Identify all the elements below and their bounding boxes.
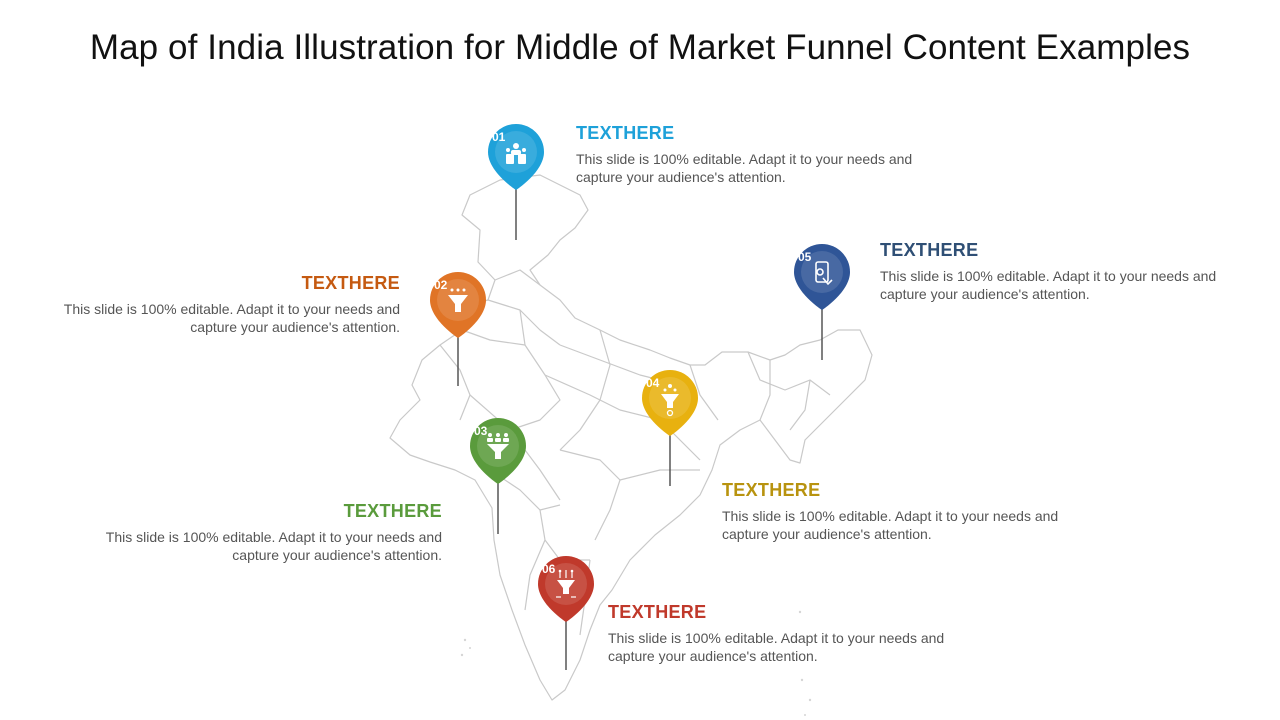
text-block-02: TEXTHERE This slide is 100% editable. Ad… (40, 273, 400, 336)
block-body: This slide is 100% editable. Adapt it to… (63, 301, 400, 335)
block-body: This slide is 100% editable. Adapt it to… (576, 151, 913, 185)
pin-marker (642, 370, 698, 486)
block-heading: TEXTHERE (722, 480, 821, 500)
pin-05: 05 (790, 240, 854, 360)
pin-number: 06 (542, 562, 556, 576)
pin-04: 04 (638, 366, 702, 486)
pin-01: 01 (484, 120, 548, 240)
text-block-01: TEXTHERE This slide is 100% editable. Ad… (576, 123, 936, 186)
pin-number: 01 (492, 130, 506, 144)
block-heading: TEXTHERE (576, 123, 675, 143)
coin-funnel-icon (661, 384, 679, 417)
block-body: This slide is 100% editable. Adapt it to… (880, 268, 1217, 302)
pin-03: 03 (466, 414, 530, 534)
pin-number: 02 (434, 278, 448, 292)
pin-number: 05 (798, 250, 812, 264)
slide-title: Map of India Illustration for Middle of … (89, 28, 1191, 67)
block-body: This slide is 100% editable. Adapt it to… (105, 529, 442, 563)
pin-marker (430, 272, 486, 386)
circuit-funnel-icon (556, 569, 576, 598)
text-block-04: TEXTHERE This slide is 100% editable. Ad… (722, 480, 1082, 543)
people-funnel-icon (487, 433, 509, 459)
block-body: This slide is 100% editable. Adapt it to… (722, 508, 1059, 542)
text-block-06: TEXTHERE This slide is 100% editable. Ad… (608, 602, 968, 665)
mobile-touch-icon (815, 261, 833, 286)
block-heading: TEXTHERE (301, 273, 400, 293)
pin-06: 06 (534, 552, 598, 672)
block-heading: TEXTHERE (608, 602, 707, 622)
pin-02: 02 (426, 268, 490, 388)
pin-number: 04 (646, 376, 660, 390)
pin-number: 03 (474, 424, 488, 438)
block-heading: TEXTHERE (880, 240, 979, 260)
pin-marker (488, 124, 544, 240)
text-block-03: TEXTHERE This slide is 100% editable. Ad… (82, 501, 442, 564)
pin-marker (538, 556, 594, 670)
pin-marker (470, 418, 526, 534)
block-heading: TEXTHERE (343, 501, 442, 521)
team-docs-icon (506, 143, 526, 164)
text-block-05: TEXTHERE This slide is 100% editable. Ad… (880, 240, 1240, 303)
funnel-icon (448, 288, 468, 312)
pin-marker (794, 244, 850, 360)
block-body: This slide is 100% editable. Adapt it to… (608, 630, 945, 664)
